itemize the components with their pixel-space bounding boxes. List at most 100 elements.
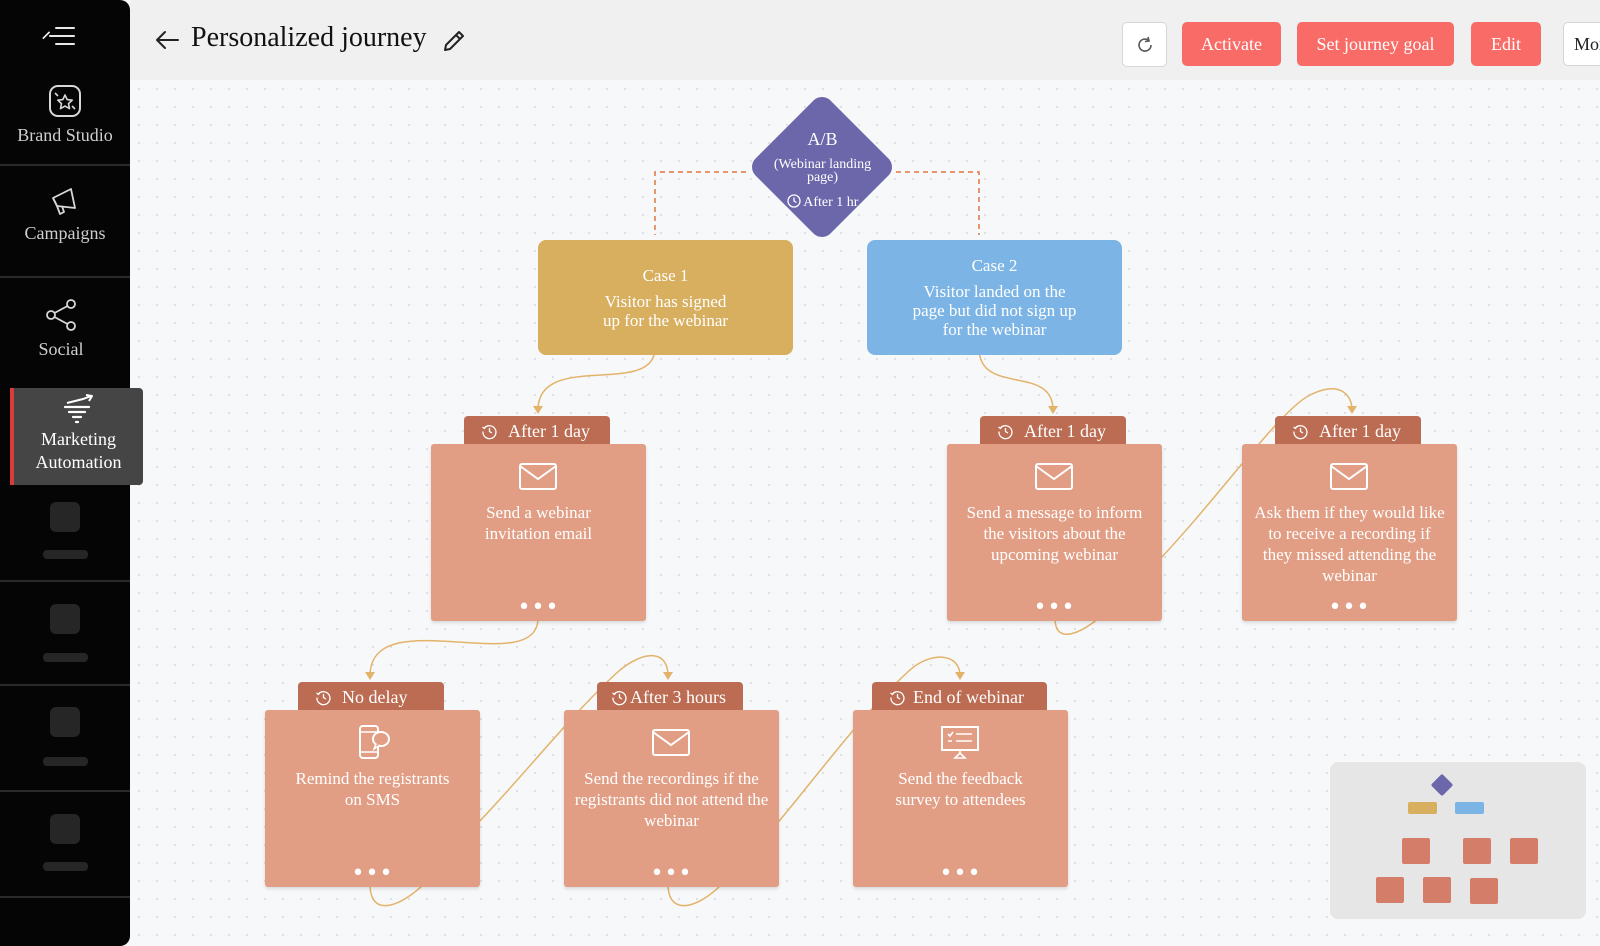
step-description: Remind the registrants on SMS <box>295 769 450 809</box>
presentation-board-icon <box>941 726 979 759</box>
branch-connector <box>896 171 980 235</box>
sidebar-item-label: Campaigns <box>24 223 106 243</box>
step-node-feedback-survey[interactable]: Send the feedback survey to attendees ••… <box>853 710 1068 887</box>
sidebar-item-social[interactable]: Social <box>0 298 126 361</box>
activate-button[interactable]: Activate <box>1182 22 1281 66</box>
placeholder-label <box>43 862 88 871</box>
minimap-diamond <box>1430 773 1454 797</box>
clock-history-icon <box>612 691 627 706</box>
flow-connector <box>978 347 1054 411</box>
mobile-chat-icon <box>359 725 390 759</box>
delay-tag-label: No delay <box>342 687 408 707</box>
envelope-icon <box>1035 463 1073 490</box>
step-node-recording-offer[interactable]: Ask them if they would like to receive a… <box>1242 444 1457 621</box>
edit-button[interactable]: Edit <box>1471 22 1541 66</box>
minimap-step <box>1470 878 1498 904</box>
delay-tag[interactable]: No delay <box>298 682 444 712</box>
refresh-icon <box>1138 36 1152 52</box>
delay-tag[interactable]: After 3 hours <box>597 682 743 712</box>
arrowhead <box>955 672 965 680</box>
delay-tag[interactable]: After 1 day <box>980 416 1126 446</box>
more-options-icon[interactable]: ••• <box>1033 595 1076 620</box>
sidebar-item-marketing-automation[interactable]: Marketing Automation <box>10 388 143 485</box>
minimap-step <box>1376 877 1404 903</box>
envelope-icon <box>652 729 690 756</box>
brand-studio-icon <box>49 85 81 117</box>
clock-history-icon <box>1293 425 1308 440</box>
sidebar-item-label: Brand Studio <box>17 125 113 145</box>
sidebar-item-label: Marketing Automation <box>35 429 122 472</box>
step-node-inform-visitors[interactable]: Send a message to inform the visitors ab… <box>947 444 1162 621</box>
clock-history-icon <box>316 691 331 706</box>
case-1-node[interactable]: Case 1 Visitor has signed up for the web… <box>538 240 793 355</box>
envelope-icon <box>1330 463 1368 490</box>
set-journey-goal-button[interactable]: Set journey goal <box>1297 22 1454 66</box>
delay-tag[interactable]: End of webinar <box>872 682 1047 712</box>
delay-tag-label: After 3 hours <box>630 687 726 707</box>
placeholder-icon <box>50 604 80 634</box>
step-description: Ask them if they would like to receive a… <box>1254 503 1445 585</box>
minimap-case <box>1455 802 1484 814</box>
clock-history-icon <box>998 425 1013 440</box>
sidebar-divider <box>0 896 130 898</box>
megaphone-icon <box>52 188 76 215</box>
sidebar-divider <box>0 684 130 686</box>
minimap-step <box>1510 838 1538 864</box>
case-title: Case 2 <box>971 256 1018 275</box>
minimap[interactable] <box>1330 762 1586 919</box>
funnel-arrow-icon <box>63 394 93 424</box>
more-options-icon[interactable]: ••• <box>517 595 560 620</box>
step-node-send-recordings[interactable]: Send the recordings if the registrants d… <box>564 710 779 887</box>
step-description: Send the feedback survey to attendees <box>895 769 1026 809</box>
refresh-button[interactable] <box>1122 22 1167 67</box>
step-node-sms-reminder[interactable]: Remind the registrants on SMS ••• <box>265 710 480 887</box>
more-button[interactable]: More <box>1563 22 1600 66</box>
delay-tag-label: After 1 day <box>508 421 590 441</box>
sidebar-divider <box>0 580 130 582</box>
sidebar-item-campaigns[interactable]: Campaigns <box>0 186 130 245</box>
page-title: Personalized journey <box>191 22 427 53</box>
case-2-node[interactable]: Case 2 Visitor landed on the page but di… <box>867 240 1122 355</box>
clock-history-icon <box>482 425 497 440</box>
step-description: Send a message to inform the visitors ab… <box>966 503 1143 564</box>
share-nodes-icon <box>46 299 76 331</box>
envelope-icon <box>519 463 557 490</box>
arrow-left-icon[interactable] <box>154 27 180 53</box>
step-node-webinar-invitation[interactable]: Send a webinar invitation email ••• <box>431 444 646 621</box>
step-description: Send a webinar invitation email <box>484 503 593 543</box>
case-title: Case 1 <box>642 265 689 285</box>
more-options-icon[interactable]: ••• <box>1328 595 1371 620</box>
sidebar-item-label: Social <box>38 339 84 359</box>
pencil-icon[interactable] <box>441 28 467 54</box>
arrowhead <box>1048 406 1058 414</box>
case-description: Visitor landed on the page but did not s… <box>912 282 1077 339</box>
arrowhead <box>663 672 673 680</box>
sidebar-divider <box>0 276 130 278</box>
flow-connector <box>667 883 721 907</box>
delay-tag-label: End of webinar <box>913 687 1024 707</box>
hamburger-menu-icon[interactable] <box>41 24 77 48</box>
sidebar-divider <box>0 164 130 166</box>
more-options-icon[interactable]: ••• <box>351 861 394 886</box>
step-description: Send the recordings if the registrants d… <box>574 769 769 830</box>
more-options-icon[interactable]: ••• <box>939 861 982 886</box>
page-header: Personalized journey Activate Set journe… <box>130 0 1600 80</box>
flow-connector <box>537 347 656 411</box>
sidebar-item-brand-studio[interactable]: Brand Studio <box>0 84 130 147</box>
placeholder-label <box>43 550 88 559</box>
placeholder-label <box>43 757 88 766</box>
journey-canvas[interactable]: A/B (Webinar landing page) After 1 hr Ca… <box>130 80 1600 946</box>
sidebar-divider <box>0 790 130 792</box>
more-options-icon[interactable]: ••• <box>650 861 693 886</box>
delay-tag[interactable]: After 1 day <box>1275 416 1421 446</box>
delay-tag-label: After 1 day <box>1319 421 1401 441</box>
minimap-step <box>1463 838 1491 864</box>
flow-connector <box>1158 388 1353 561</box>
case-description: Visitor has signed up for the webinar <box>602 291 729 330</box>
flow-connector <box>369 883 423 907</box>
minimap-step <box>1402 838 1430 864</box>
placeholder-icon <box>50 502 80 532</box>
delay-tag[interactable]: After 1 day <box>464 416 610 446</box>
flow-connector <box>369 617 539 677</box>
minimap-step <box>1423 877 1451 903</box>
